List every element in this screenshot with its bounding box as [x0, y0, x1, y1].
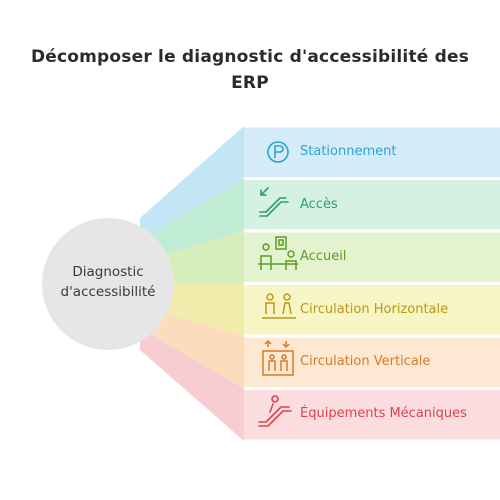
connector-band [140, 328, 244, 441]
parking-icon [267, 141, 289, 163]
reception-icon [258, 236, 298, 270]
diagram-title: Décomposer le diagnostic d'accessibilité… [0, 44, 500, 96]
branch-label-acces: Accès [300, 197, 338, 212]
branch-boxes [244, 127, 500, 440]
branch-box [244, 180, 500, 230]
branch-box [244, 285, 500, 335]
branch-label-equipements-mecaniques: Équipements Mécaniques [300, 406, 467, 421]
people-icon [262, 293, 296, 319]
title-line-2: ERP [231, 73, 269, 93]
escalator-arrow-icon [259, 187, 289, 217]
branch-label-stationnement: Stationnement [300, 144, 397, 159]
branch-label-circulation-horizontale: Circulation Horizontale [300, 302, 449, 317]
center-label-line-2: d'accessibilité [60, 284, 156, 300]
title-line-1: Décomposer le diagnostic d'accessibilité… [30, 47, 470, 67]
connector-band [140, 178, 244, 262]
branch-box [244, 390, 500, 440]
branch-label-accueil: Accueil [300, 249, 347, 264]
escalator-icon [258, 395, 292, 427]
center-label-line-1: Diagnostic [72, 264, 144, 280]
center-label: Diagnostic d'accessibilité [40, 262, 176, 302]
connector-band [140, 306, 244, 389]
elevator-icon [262, 339, 294, 376]
connector-band [140, 126, 244, 240]
branch-box [244, 127, 500, 177]
center-circle [42, 218, 174, 350]
branch-label-circulation-verticale: Circulation Verticale [300, 354, 431, 369]
